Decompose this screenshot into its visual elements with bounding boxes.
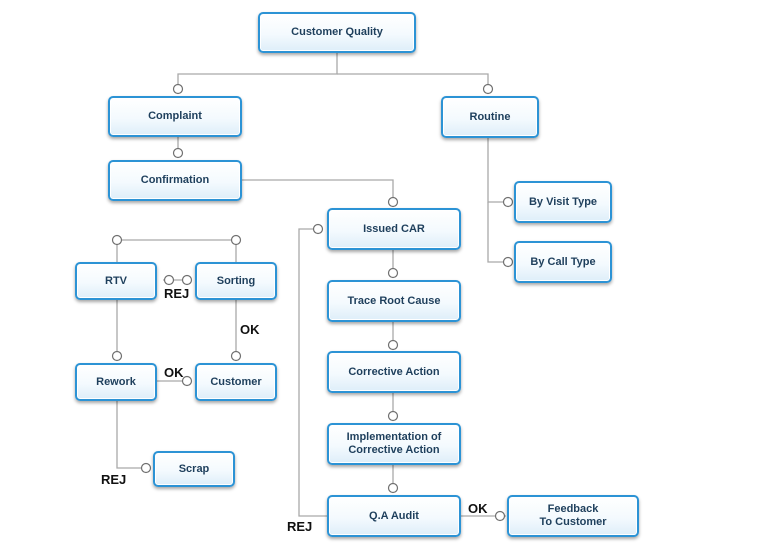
edge-label-ok: OK [164,365,184,380]
node-trace-root-cause: Trace Root Cause [327,280,461,322]
connector-confirmation-to-issued-car [241,179,394,202]
node-customer: Customer [195,363,277,401]
node-routine: Routine [441,96,539,138]
connector-dot [172,147,184,159]
node-sorting: Sorting [195,262,277,300]
connector-rework-to-scrap [116,400,146,469]
node-confirmation: Confirmation [108,160,242,201]
node-implementation: Implementation of Corrective Action [327,423,461,465]
connector-root-to-routine [337,73,489,89]
connector-dot [181,375,193,387]
node-qa-audit: Q.A Audit [327,495,461,537]
edge-label-ok: OK [240,322,260,337]
connector-dot [482,83,494,95]
connector-dot [502,256,514,268]
connector-dot [172,83,184,95]
edge-label-rej: REJ [164,286,190,301]
connector-dot [230,234,242,246]
connector-dot [387,482,399,494]
node-by-visit-type: By Visit Type [514,181,612,223]
connector-routine-to-call-type [487,202,508,263]
connector-dot [230,350,242,362]
node-feedback-to-customer: Feedback To Customer [507,495,639,537]
node-corrective-action: Corrective Action [327,351,461,393]
connector-dot [387,410,399,422]
connector-dot [181,274,193,286]
node-complaint: Complaint [108,96,242,137]
node-customer-quality: Customer Quality [258,12,416,53]
node-issued-car: Issued CAR [327,208,461,250]
connector-dot [387,196,399,208]
node-by-call-type: By Call Type [514,241,612,283]
node-scrap: Scrap [153,451,235,487]
connector-dot [502,196,514,208]
connector-dot [140,462,152,474]
edge-label-rej: REJ [101,472,127,487]
node-rtv: RTV [75,262,157,300]
connector-routine-to-visit-type [487,138,508,203]
connector-audit-rej-loop [298,228,329,517]
connector-dot [312,223,324,235]
connector-dot [111,350,123,362]
node-rework: Rework [75,363,157,401]
connector-rtv-sorting-top [116,239,237,262]
connector-dot [111,234,123,246]
edge-label-ok: OK [468,501,488,516]
connector-dot [494,510,506,522]
connector-dot [163,274,175,286]
connector-root-to-complaint [177,52,338,89]
edge-label-rej: REJ [287,519,313,534]
connector-dot [387,339,399,351]
connector-dot [387,267,399,279]
